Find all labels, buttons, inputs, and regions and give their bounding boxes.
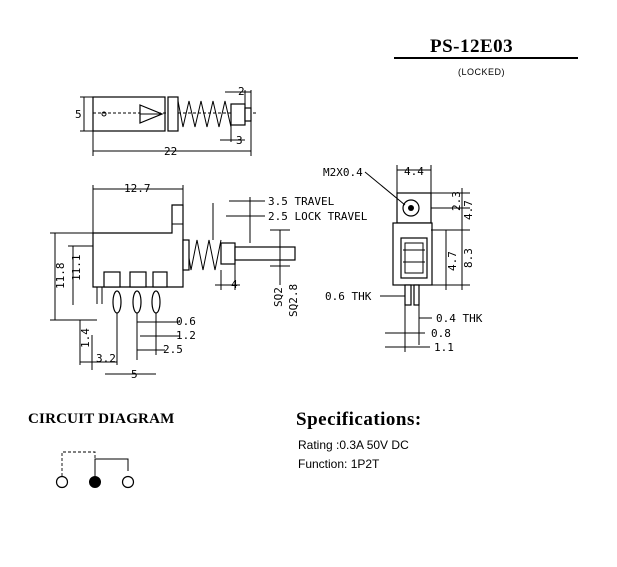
- specifications-title: Specifications:: [296, 409, 422, 430]
- dim-height-inner: 11.1: [70, 255, 83, 282]
- dim-pin-14: 1.4: [79, 328, 92, 348]
- pin-1: [112, 290, 122, 314]
- top-spring: [177, 100, 232, 128]
- top-plunger: [230, 103, 246, 126]
- side-plunger: [220, 242, 236, 265]
- dim-screw: M2X0.4: [323, 166, 363, 179]
- pin-3: [151, 290, 161, 314]
- dim-sq28: SQ2.8: [287, 284, 300, 317]
- dim-side-width: 12.7: [124, 182, 151, 195]
- terminal-common: [89, 476, 101, 488]
- dim-end-23: 2.3: [450, 191, 463, 211]
- spec-function: Function: 1P2T: [298, 457, 380, 471]
- dim-pin-32: 3.2: [96, 352, 116, 365]
- terminal-no: [121, 475, 135, 489]
- dim-end-width: 4.4: [404, 165, 424, 178]
- top-view: [80, 90, 258, 156]
- dim-plunger: 4: [231, 278, 238, 291]
- dim-lock-travel: 2.5 LOCK TRAVEL: [268, 210, 368, 223]
- dim-end-08: 0.8: [431, 327, 451, 340]
- top-hole: [101, 111, 107, 117]
- side-view: [50, 185, 296, 375]
- dim-thk-06: 0.6 THK: [325, 290, 372, 303]
- dim-pin-25: 2.5: [163, 343, 183, 356]
- dim-pin-5: 5: [131, 368, 138, 381]
- end-view: [364, 165, 470, 352]
- dim-top-height: 5: [75, 108, 82, 121]
- dim-top-spring: 3: [236, 134, 243, 147]
- dim-end-83: 8.3: [462, 248, 475, 268]
- pin-2: [132, 290, 142, 314]
- part-number-title: PS-12E03: [430, 36, 514, 57]
- circuit-dashed-link: [61, 451, 96, 476]
- dim-sq2: SQ2: [272, 287, 285, 307]
- dim-end-47b: 4.7: [446, 251, 459, 271]
- circuit-diagram: [55, 451, 135, 489]
- terminal-nc: [55, 475, 69, 489]
- dim-top-tip: 2: [238, 85, 245, 98]
- dim-end-47a: 4.7: [462, 200, 475, 220]
- dim-pin-12: 1.2: [176, 329, 196, 342]
- circuit-diagram-title: CIRCUIT DIAGRAM: [28, 411, 175, 427]
- dim-travel: 3.5 TRAVEL: [268, 195, 335, 208]
- locked-subtitle: (LOCKED): [458, 67, 506, 77]
- dim-height-outer: 11.8: [54, 263, 67, 290]
- side-spring: [185, 239, 222, 271]
- circuit-solid-link: [94, 458, 129, 476]
- dim-pin-06: 0.6: [176, 315, 196, 328]
- spec-rating: Rating :0.3A 50V DC: [298, 438, 409, 452]
- dim-end-11: 1.1: [434, 341, 454, 354]
- dim-top-length: 22: [164, 145, 177, 158]
- dim-thk-04: 0.4 THK: [436, 312, 483, 325]
